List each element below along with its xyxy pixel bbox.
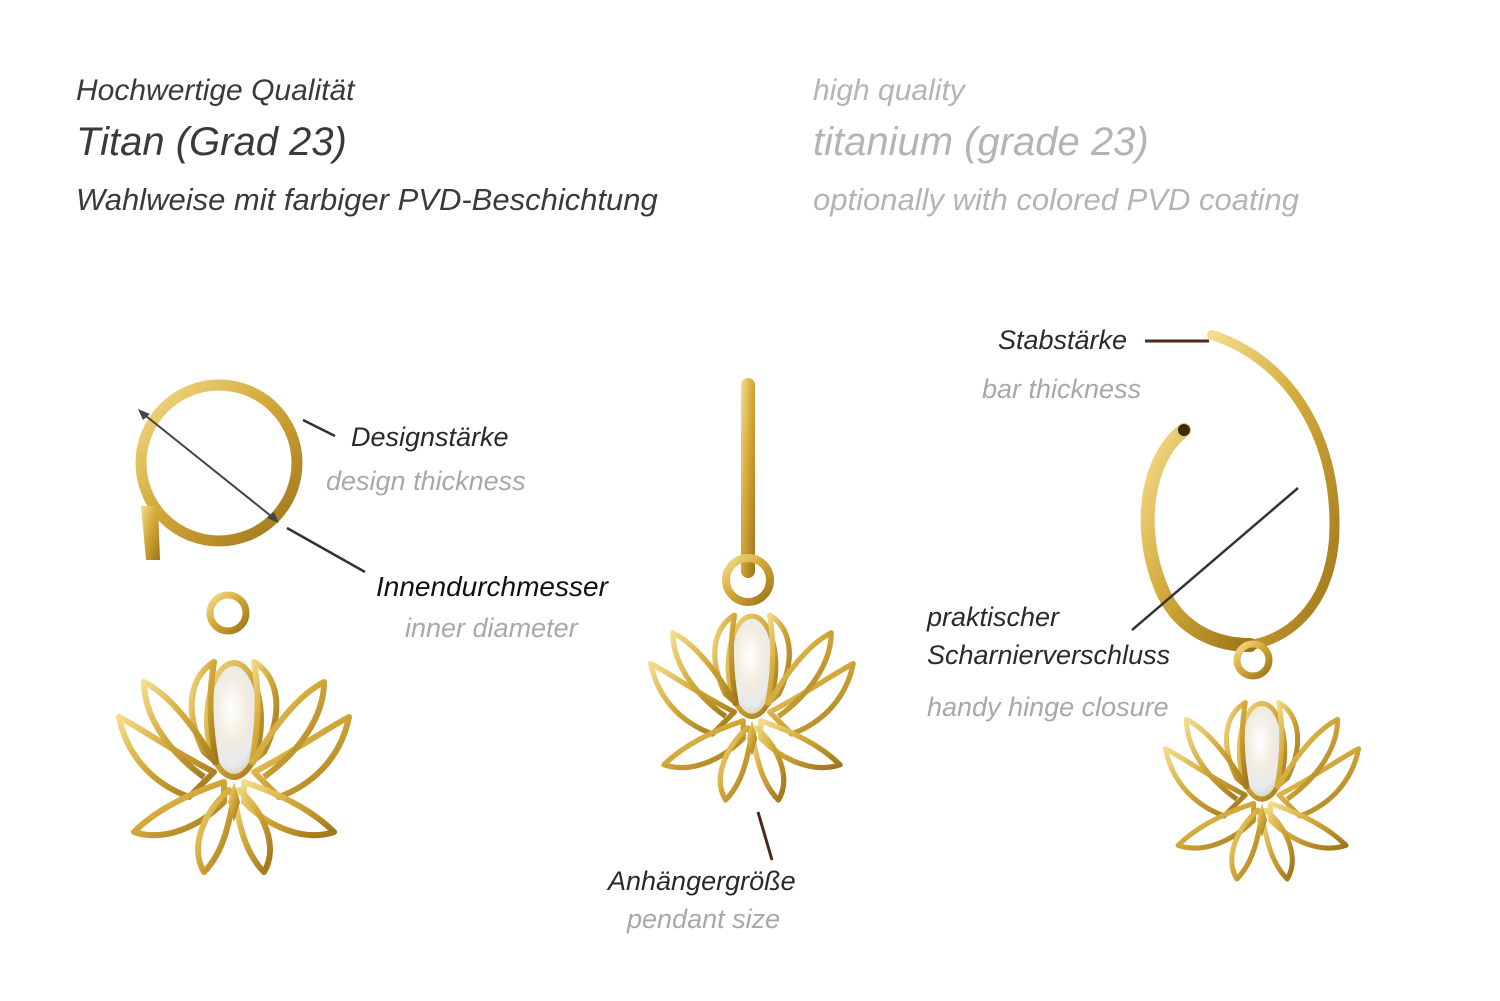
design-thickness-label-en: design thickness xyxy=(326,466,526,496)
inner-diameter-label-en: inner diameter xyxy=(405,613,578,643)
hinge-closure-leader xyxy=(1131,487,1299,631)
coating-text-en: optionally with colored PVD coating xyxy=(813,182,1299,217)
pendant-size-leader xyxy=(756,811,774,861)
inner-diameter-leader xyxy=(286,526,366,574)
pendant-size-label-de: Anhängergröße xyxy=(608,866,796,896)
material-text-de: Titan (Grad 23) xyxy=(76,120,347,164)
left-jump-ring xyxy=(206,591,250,635)
left-hinge xyxy=(141,506,160,560)
center-bar xyxy=(741,378,755,578)
right-hoop-arc-inner xyxy=(1140,423,1257,652)
inner-diameter-label-de: Innendurchmesser xyxy=(376,571,608,602)
right-earring xyxy=(1140,330,1359,879)
bar-thickness-label-en: bar thickness xyxy=(982,374,1142,404)
hinge-closure-label-de-line1: praktischer xyxy=(927,602,1060,632)
material-text-en: titanium (grade 23) xyxy=(813,120,1149,164)
center-pendant xyxy=(651,378,853,800)
coating-text-de: Wahlweise mit farbiger PVD-Beschichtung xyxy=(76,182,658,217)
quality-text-en: high quality xyxy=(813,74,965,107)
center-jump-ring xyxy=(722,554,774,606)
left-earring xyxy=(119,379,349,872)
right-jump-ring xyxy=(1233,640,1273,680)
hinge-closure-label-en: handy hinge closure xyxy=(927,692,1169,722)
left-hoop-ring xyxy=(135,379,303,547)
design-thickness-leader xyxy=(302,418,336,438)
hinge-closure-label-de-line2: Scharnierverschluss xyxy=(927,640,1171,670)
quality-text-de: Hochwertige Qualität xyxy=(76,74,355,107)
right-hoop-arc-outer xyxy=(1207,330,1340,650)
leader-lines xyxy=(138,339,1299,861)
bar-thickness-label-de: Stabstärke xyxy=(998,325,1128,355)
design-thickness-label-de: Designstärke xyxy=(351,422,509,452)
pendant-size-label-en: pendant size xyxy=(627,904,781,934)
